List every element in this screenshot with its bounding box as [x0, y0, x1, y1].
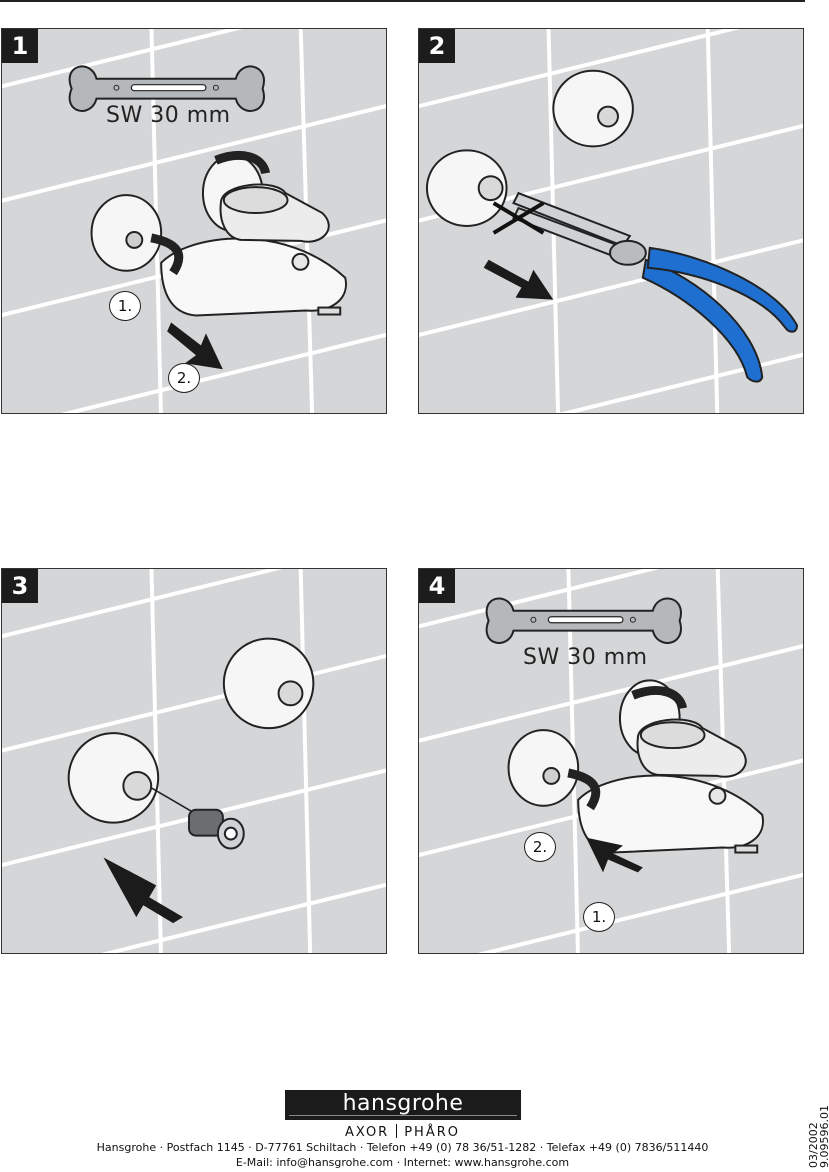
- panel-3-illustration: [2, 569, 386, 953]
- step-2-marker: 2.: [168, 363, 200, 393]
- escutcheon-icon: [425, 69, 634, 227]
- panel-1: 1 SW 30 mm 1. 2.: [1, 28, 387, 414]
- wrench-size-label: SW 30 mm: [523, 645, 648, 670]
- wrench-icon: [68, 65, 265, 112]
- top-rule: [0, 0, 805, 2]
- panel-number-badge: 3: [2, 569, 38, 603]
- wrench-size-label: SW 30 mm: [106, 103, 231, 128]
- company-address: Hansgrohe · Postfach 1145 · D-77761 Schi…: [96, 1141, 709, 1154]
- document-number: 03/2002 9.09596.01: [807, 1088, 829, 1168]
- hansgrohe-logo: hansgrohe: [285, 1090, 521, 1120]
- arrow-icon: [586, 837, 643, 873]
- cross-mark-icon: [492, 201, 545, 235]
- pliers-icon: [512, 191, 799, 383]
- step-1-marker: 1.: [583, 902, 615, 932]
- panel-number-badge: 4: [419, 569, 455, 603]
- panel-3: 3: [1, 568, 387, 954]
- contact-web: E-Mail: info@hansgrohe.com · Internet: w…: [235, 1156, 570, 1169]
- panel-2-illustration: [419, 29, 803, 413]
- brand-axor: AXOR: [344, 1125, 390, 1140]
- wrench-icon: [485, 597, 682, 644]
- escutcheon-icon: [67, 637, 315, 824]
- panel-2: 2: [418, 28, 804, 414]
- faucet-icon: [507, 679, 764, 854]
- brand-separator: [396, 1124, 398, 1138]
- step-2-marker: 2.: [524, 832, 556, 862]
- panel-number-badge: 2: [419, 29, 455, 63]
- arrow-icon: [167, 322, 223, 370]
- brand-line: AXOR PHÅRO: [0, 1124, 805, 1140]
- arrow-icon: [103, 857, 184, 924]
- faucet-icon: [90, 151, 347, 317]
- arrow-icon: [483, 259, 554, 300]
- step-1-marker: 1.: [109, 291, 141, 321]
- panel-4-illustration: [419, 569, 803, 953]
- connector-icon: [188, 808, 245, 850]
- panel-number-badge: 1: [2, 29, 38, 63]
- doc-id: 9.09596.01: [818, 1105, 829, 1168]
- panel-1-illustration: [2, 29, 386, 413]
- panel-4: 4 SW 30 mm 2. 1.: [418, 568, 804, 954]
- brand-pharo: PHÅRO: [404, 1125, 460, 1140]
